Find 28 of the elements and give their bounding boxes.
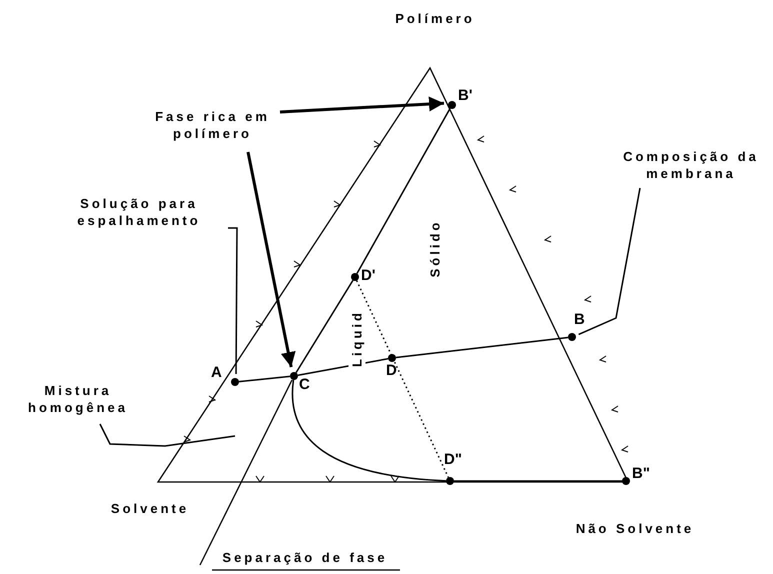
tie-line: [295, 280, 354, 373]
leader-line: [578, 188, 641, 336]
tie-line: [238, 376, 290, 382]
arrow: [246, 152, 296, 368]
point-letter: C: [299, 376, 310, 393]
tie-line: [454, 480, 622, 482]
leader-line: [99, 424, 236, 447]
callout-label: Solução para espalhamento: [50, 195, 228, 229]
callout-label: Mistura homogênea: [8, 382, 148, 416]
tie-line: [396, 336, 568, 358]
arrow: [280, 96, 444, 114]
point-letter: B": [632, 465, 650, 482]
dotted-line: [356, 280, 449, 478]
region-label: Separação de fase: [221, 549, 389, 566]
tie-line: [356, 108, 451, 274]
corner-label: Polímero: [394, 10, 476, 27]
point-letter: A: [211, 364, 222, 381]
point-letter: D': [361, 267, 376, 284]
callout-label: Composição da membrana: [610, 148, 772, 182]
point-letter: D: [386, 362, 397, 379]
point-letter: B': [458, 87, 472, 104]
point-letter: D": [444, 451, 462, 468]
callout-label: Fase rica em polímero: [145, 108, 280, 142]
point-letter: B: [574, 311, 585, 328]
tie-line: [292, 380, 446, 482]
corner-label: Solvente: [110, 500, 190, 517]
corner-label: Não Solvente: [574, 520, 696, 537]
leader-line: [228, 227, 238, 374]
